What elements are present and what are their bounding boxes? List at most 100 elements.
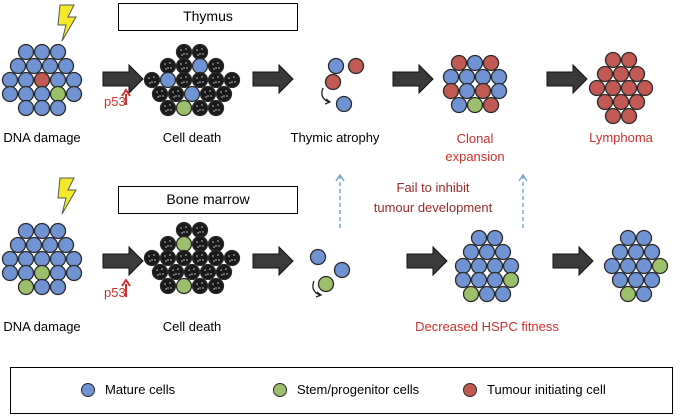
thymus-cell-death-cell-speck bbox=[154, 81, 156, 83]
thymus-cell-death-cell-speck bbox=[197, 110, 199, 112]
bm-cell-death-cell-speck bbox=[213, 246, 215, 248]
thymus-cell-death-cell-speck bbox=[164, 105, 166, 107]
bm-cell-death-cell-speck bbox=[151, 259, 153, 261]
bm-cell-death-cell bbox=[199, 263, 217, 281]
thymus-cell-death-cell-speck bbox=[215, 67, 217, 69]
bm-curve-arrow-head bbox=[315, 291, 323, 298]
thymus-cell-death-cell bbox=[191, 71, 209, 89]
thymus-lymphoma-cell bbox=[620, 51, 638, 69]
thymus-cell-death-cell-speck bbox=[164, 63, 166, 65]
bm-remaining-cell bbox=[309, 248, 327, 266]
bm-decreased-fitness-cell bbox=[502, 271, 520, 289]
thymus-clonal-expansion-cell bbox=[474, 68, 492, 86]
thymus-cell-death-cell bbox=[143, 71, 161, 89]
thymus-cell-death-cell-speck bbox=[201, 76, 203, 78]
bm-cell-death-cell-speck bbox=[228, 255, 230, 257]
bm-cell-death-cell bbox=[207, 235, 225, 253]
bm-cell-death-cell-speck bbox=[170, 245, 172, 247]
thymus-cell-death-cell-speck bbox=[197, 82, 199, 84]
bm-final-cell bbox=[651, 257, 669, 275]
bm-decreased-fitness-cell bbox=[478, 243, 496, 261]
legend: Mature cells Stem/progenitor cells Tumou… bbox=[10, 367, 673, 414]
bm-cell-death-cell-speck bbox=[153, 254, 155, 256]
bm-cell-death-cell-speck bbox=[170, 287, 172, 289]
thymus-cell-death-cell-speck bbox=[181, 68, 183, 70]
bm-cell-death-cell-speck bbox=[173, 274, 175, 276]
thymus-cell-death-cell-speck bbox=[226, 95, 228, 97]
thymus-atrophy-cell bbox=[335, 95, 353, 113]
bm-decreased-fitness-cell bbox=[486, 229, 504, 247]
thymus-cell-death-cell-speck bbox=[231, 81, 233, 83]
thymus-clonal-expansion-cell bbox=[482, 54, 500, 72]
thymus-cell-death-cell-speck bbox=[202, 53, 204, 55]
bm-cell-death-cell bbox=[159, 277, 177, 295]
thymus-cell-death-cell-speck bbox=[218, 67, 220, 69]
thymus-dna-damage-cell bbox=[49, 85, 67, 103]
thymus-dna-damage-cell bbox=[1, 85, 19, 103]
bm-dna-damage-cell bbox=[33, 264, 51, 282]
thymus-cell-death-cell-speck bbox=[162, 95, 164, 97]
thymus-dna-damage-cell bbox=[41, 57, 59, 75]
bone-marrow-step-dna-damage: DNA damage bbox=[3, 319, 81, 334]
bm-cell-death-cell-speck bbox=[170, 259, 172, 261]
bm-cell-death-cell-speck bbox=[197, 246, 199, 248]
bm-cell-death-cell-speck bbox=[213, 260, 215, 262]
bm-cell-death-cell-speck bbox=[183, 259, 185, 261]
bm-cell-death-cell-speck bbox=[167, 245, 169, 247]
bm-cell-death-cell-speck bbox=[212, 255, 214, 257]
thymus-cell-death-cell-speck bbox=[183, 67, 185, 69]
thymus-cell-death-cell-speck bbox=[212, 63, 214, 65]
thymus-dna-damage-cell bbox=[33, 99, 51, 117]
thymus-cell-death-cell-speck bbox=[199, 53, 201, 55]
thymus-lymphoma-cell bbox=[588, 79, 606, 97]
thymus-cell-death-cell-speck bbox=[156, 91, 158, 93]
bm-dna-damage-cell bbox=[49, 222, 67, 240]
bm-decreased-fitness-cell bbox=[478, 285, 496, 303]
thymus-cell-death-cell-speck bbox=[212, 77, 214, 79]
bm-cell-death-cell bbox=[175, 221, 193, 239]
bm-curve-arrow bbox=[312, 280, 321, 296]
bm-cell-death-cell-speck bbox=[215, 259, 217, 261]
bm-cell-death-cell-speck bbox=[169, 254, 171, 256]
bm-cell-death-cell-speck bbox=[183, 231, 185, 233]
thymus-cell-death-cell-speck bbox=[177, 90, 179, 92]
bm-dna-damage-cell bbox=[1, 250, 19, 268]
legend-item-stem: Stem/progenitor cells bbox=[273, 382, 419, 397]
bm-cell-death-cell-speck bbox=[164, 255, 166, 257]
bm-final-cell bbox=[627, 271, 645, 289]
thymus-atrophy-cell bbox=[327, 57, 345, 75]
bm-cell-death-cell-speck bbox=[165, 260, 167, 262]
bone-marrow-title: Bone marrow bbox=[166, 191, 250, 207]
bm-final-cell bbox=[643, 243, 661, 261]
thymus-lymphoma-cell bbox=[620, 79, 638, 97]
bm-cell-death-cell-speck bbox=[154, 259, 156, 261]
thymus-cell-death-cell-speck bbox=[165, 68, 167, 70]
thymus-cell-death-cell-speck bbox=[202, 109, 204, 111]
bm-cell-death-cell-speck bbox=[201, 282, 203, 284]
thymus-atrophy-cell bbox=[324, 73, 342, 91]
bm-cell-death-cell-speck bbox=[148, 255, 150, 257]
bm-cell-death-cell-speck bbox=[215, 245, 217, 247]
bm-cell-death-cell-speck bbox=[204, 269, 206, 271]
thymus-cell-death-cell-speck bbox=[205, 96, 207, 98]
bm-cell-death-cell-speck bbox=[175, 273, 177, 275]
thymus-lymphoma-cell bbox=[628, 65, 646, 83]
thymus-cell-death-cell bbox=[175, 71, 193, 89]
bm-decreased-fitness-cell bbox=[470, 271, 488, 289]
dashed-up-arrow-left-head bbox=[335, 173, 345, 182]
bm-decreased-fitness-cell bbox=[486, 271, 504, 289]
thymus-atrophy-curve-arrow bbox=[321, 87, 330, 103]
thymus-cell-death-cell-speck bbox=[183, 81, 185, 83]
bm-cell-death-cell-speck bbox=[217, 254, 219, 256]
bm-dna-damage-cell bbox=[25, 236, 43, 254]
thymus-cell-death-cell-speck bbox=[180, 63, 182, 65]
bm-cell-death-cell-speck bbox=[172, 269, 174, 271]
thymus-arrow-4 bbox=[546, 63, 588, 95]
thymus-dna-damage-cell bbox=[17, 85, 35, 103]
bm-cell-death-cell-speck bbox=[191, 273, 193, 275]
thymus-cell-death-cell-speck bbox=[183, 53, 185, 55]
bm-cell-death-cell-speck bbox=[185, 254, 187, 256]
thymus-cell-death-cell-speck bbox=[167, 109, 169, 111]
bm-arrow-2 bbox=[252, 245, 294, 277]
thymus-step-thymic-atrophy: Thymic atrophy bbox=[290, 130, 380, 145]
